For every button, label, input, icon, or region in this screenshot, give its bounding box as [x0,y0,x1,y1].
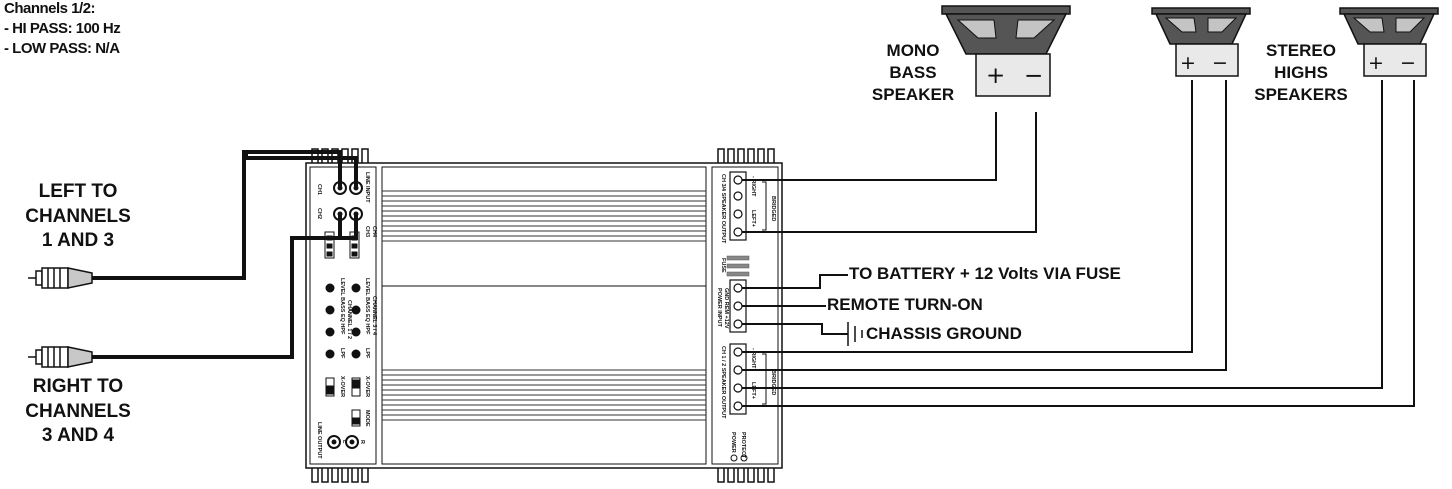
fuse [726,255,750,277]
heatsink-fins-bottom [311,468,775,483]
label-right-term: - RIGHT [750,176,756,197]
label-left-term: LEFT+ [750,210,756,227]
label-channel-12: CHANNEL 1 / 2 [346,300,352,339]
label-left-term-12: LEFT+ [750,382,756,399]
label-level-bass-12: LEVEL BASS EQ HPF [339,278,345,335]
stereo-right-plus-terminal: + [1368,52,1384,74]
amp-body [305,162,783,469]
stereo-speaker-left-icon: + − [1151,7,1251,77]
right-panel-labels: CH 3/4 SPEAKER OUTPUT - RIGHT LEFT+ BRID… [716,174,776,459]
stereo-left-plus-terminal: + [1180,52,1196,74]
label-lpf-12: LPF [339,348,345,359]
label-ch2: CH2 [316,208,322,219]
label-power-led: POWER [730,432,736,453]
line-output-jacks [327,435,359,449]
rca-input-wires [92,150,358,359]
label-ch4: CH4 [371,226,377,238]
speaker-wires [742,80,1415,407]
label-ch3: CH3 [364,226,370,237]
notes-heading: Channels 1/2: [4,0,96,17]
stereo-right-minus-terminal: − [1400,52,1416,74]
label-r: R [359,440,365,444]
label-fuse: FUSE [720,258,726,273]
amp-center-area [381,166,707,465]
label-mode: MODE [364,410,370,427]
heatsink-fins-top [311,148,775,163]
label-power-input: POWER INPUT [716,288,722,327]
cooling-ribs-upper [382,190,706,242]
ch34-speaker-terminals [729,171,747,241]
label-l: L [341,440,347,444]
left-panel-labels: LINE INPUT CH1 CH2 CH3 CH4 LEVEL BASS EQ… [316,172,377,459]
stereo-highs-speakers-label: STEREO HIGHS SPEAKERS [1254,41,1348,105]
control-knobs [325,283,361,359]
mono-minus-terminal: − [1024,63,1043,89]
label-ch34-output: CH 3/4 SPEAKER OUTPUT [720,174,726,244]
label-xover-12: X-OVER [339,376,345,397]
rca-plug-right-icon [28,346,93,368]
remote-turn-on-label: REMOTE TURN-ON [827,295,983,314]
label-ch12-output: CH 1 / 2 SPEAKER OUTPUT [720,346,726,419]
label-protect-led: PROTECT [740,432,746,459]
rca-plug-left-icon [28,267,93,289]
label-bridged-12: BRIDGED [770,370,776,395]
label-line-input: LINE INPUT [364,172,370,203]
ch12-speaker-terminals [729,343,747,415]
label-level-bass-34: LEVEL BASS EQ HPF [364,278,370,335]
mono-bass-speaker-icon: + − [941,5,1071,97]
label-bridged-34: BRIDGED [770,196,776,221]
chassis-ground-icon [847,322,863,346]
right-input-label: RIGHT TO CHANNELS 3 AND 4 [25,376,131,447]
amplifier: LINE INPUT CH1 CH2 CH3 CH4 LEVEL BASS EQ… [305,148,783,483]
power-wires [742,274,848,335]
mono-plus-terminal: + [986,63,1005,89]
label-xover-34: X-OVER [364,376,370,397]
crossover-notes: Channels 1/2: - HI PASS: 100 Hz - LOW PA… [4,0,121,58]
label-right-term-12: - RIGHT [750,348,756,369]
notes-low-pass: - LOW PASS: N/A [4,39,120,57]
label-power-terms: GND REM +12V [723,288,729,329]
stereo-left-minus-terminal: − [1212,52,1228,74]
amp-right-panel [711,166,779,465]
battery-label: TO BATTERY + 12 Volts VIA FUSE [849,264,1121,283]
status-leds [730,454,748,462]
xover-switches [325,377,361,427]
label-ch1: CH1 [316,184,322,195]
label-channel-34: CHANNEL 3 / 4 [371,296,377,336]
stereo-speaker-right-icon: + − [1339,7,1439,77]
left-input-label: LEFT TO CHANNELS 1 AND 3 [25,181,131,252]
label-lpf-34: LPF [364,348,370,359]
notes-hi-pass: - HI PASS: 100 Hz [4,19,121,37]
chassis-ground-label: CHASSIS GROUND [866,324,1022,343]
label-line-output: LINE OUTPUT [316,422,322,459]
mono-bass-speaker-label: MONO BASS SPEAKER [871,41,955,105]
cooling-ribs-lower [382,369,706,421]
bridged-brackets [762,181,767,405]
amp-left-panel [309,166,377,465]
power-input-terminals [729,279,747,333]
